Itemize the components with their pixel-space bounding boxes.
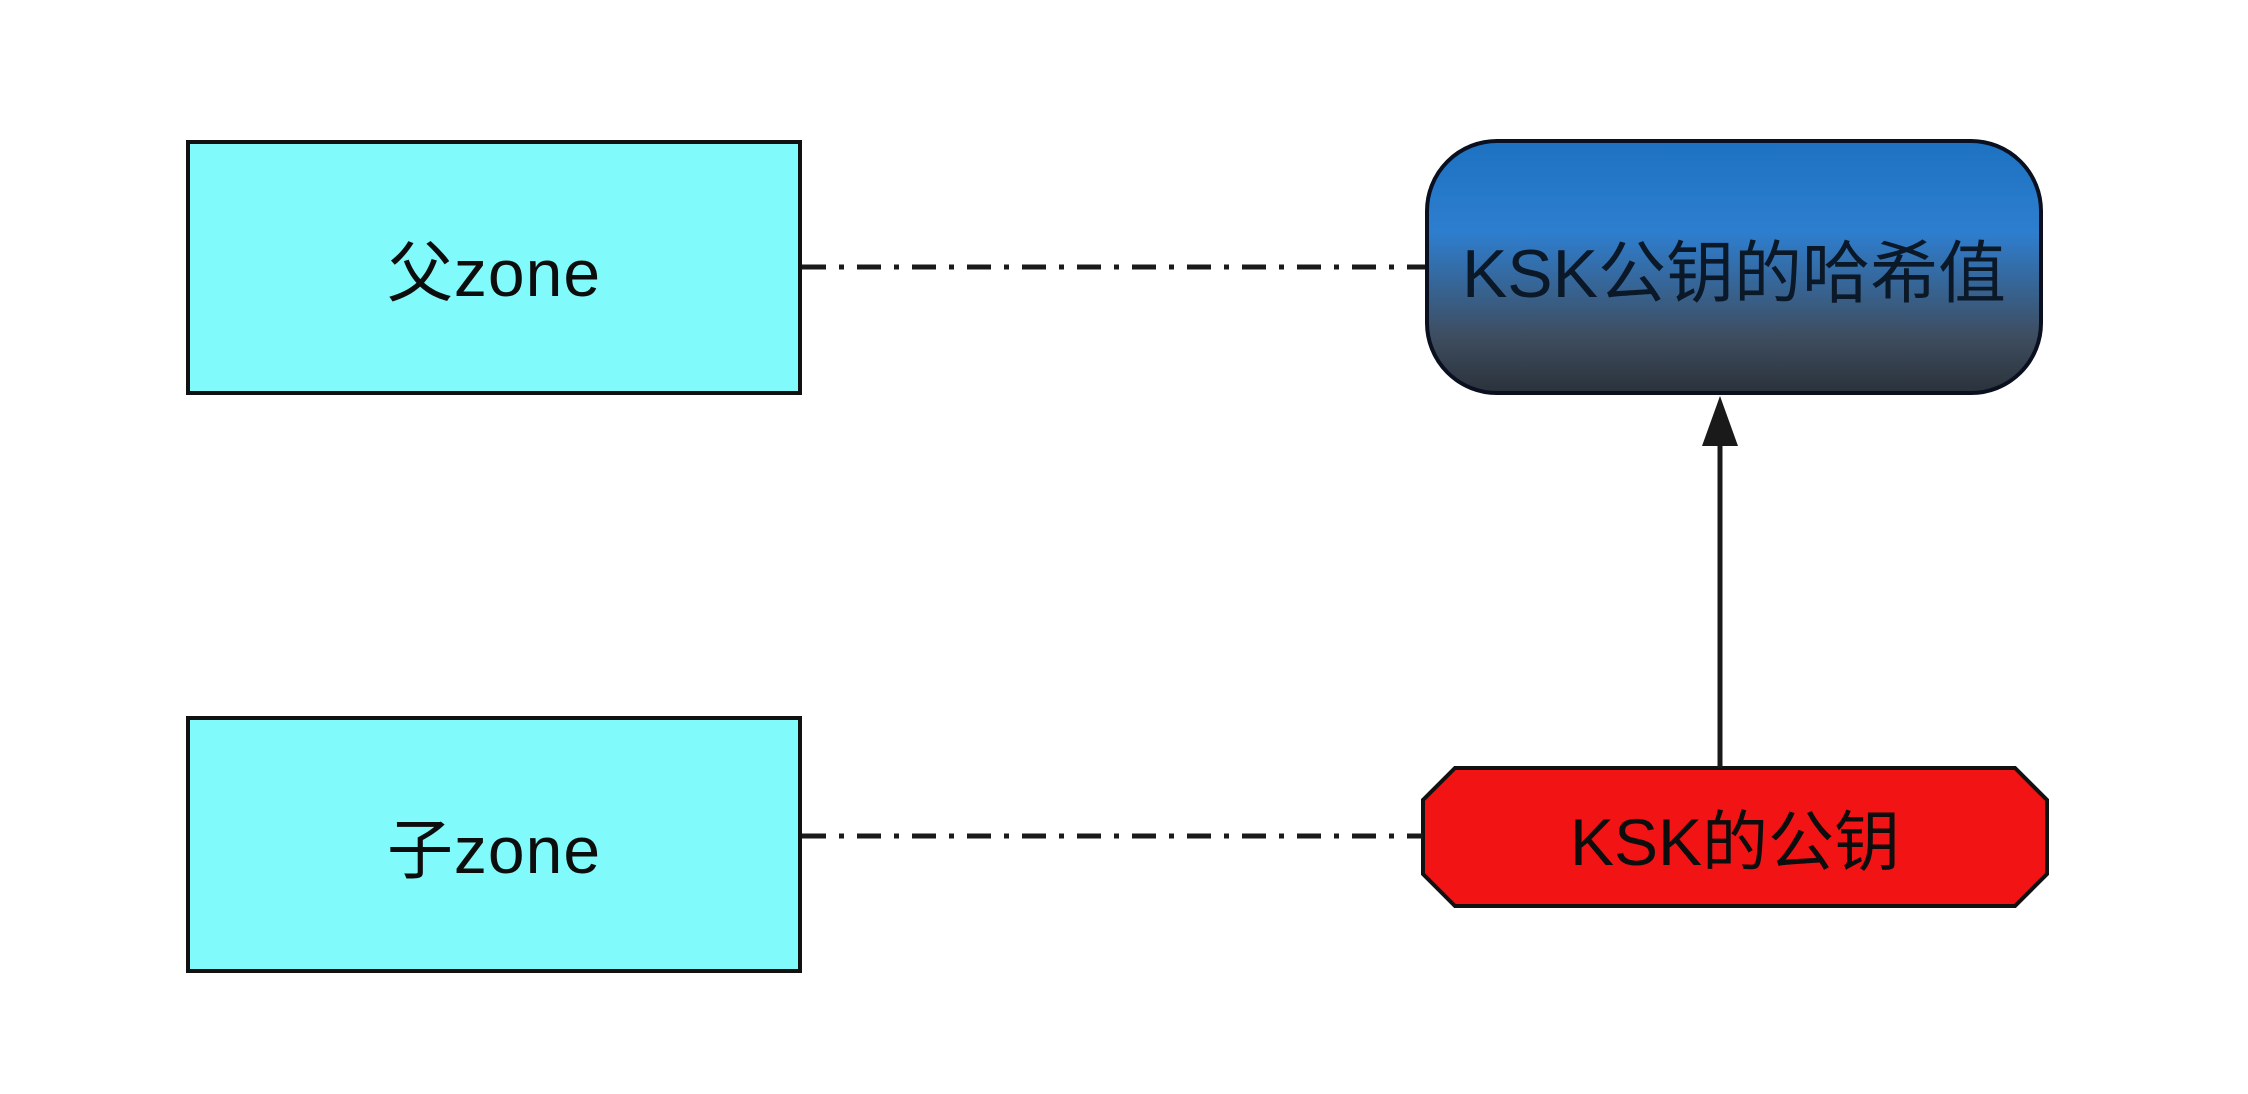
child-zone-label: 子zone [386,812,602,887]
ksk-hash-label: KSK公钥的哈希值 [1461,235,2007,312]
arrow-up-icon [1702,396,1738,446]
ksk-hash-node: KSK公钥的哈希值 [1425,139,2043,395]
ksk-public-key-label: KSK的公钥 [1569,805,1901,879]
parent-zone-node: 父zone [186,140,802,395]
child-zone-node: 子zone [186,716,802,973]
ksk-public-key-node [1421,766,2049,908]
parent-zone-label: 父zone [386,235,602,310]
ksk-public-key-label-box: KSK的公钥 [1423,768,2047,906]
